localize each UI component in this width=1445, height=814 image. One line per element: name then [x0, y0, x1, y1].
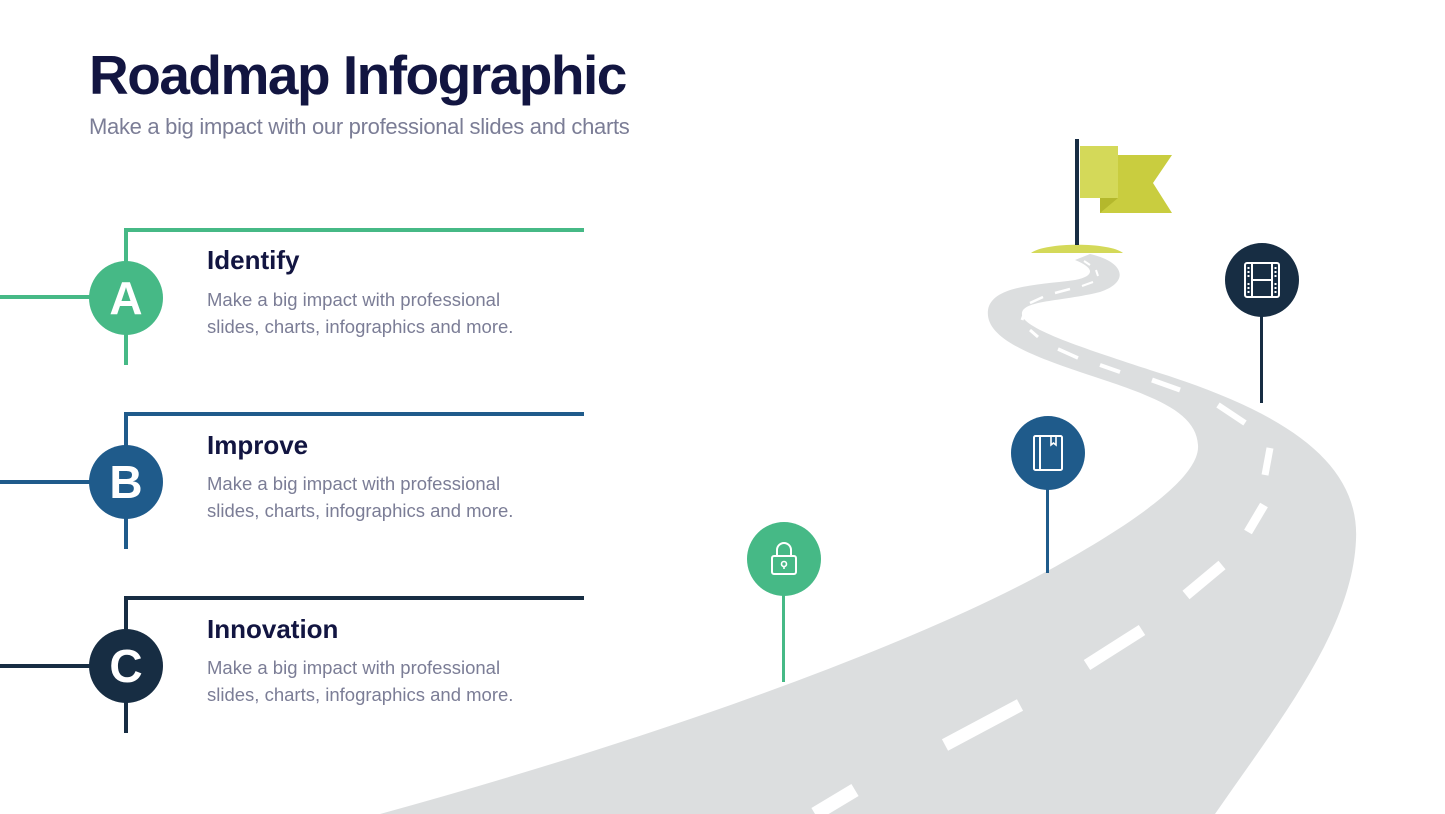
- step-c-description: Make a big impact with professional slid…: [207, 654, 567, 708]
- step-b-line2: slides, charts, infographics and more.: [207, 500, 514, 521]
- flag-pole: [1075, 139, 1079, 245]
- milestone-film[interactable]: [1225, 243, 1299, 317]
- pin-stem-book: [1046, 488, 1049, 573]
- step-b-description: Make a big impact with professional slid…: [207, 470, 567, 524]
- pin-stem-film: [1260, 315, 1263, 403]
- page-title: Roadmap Infographic: [89, 44, 627, 106]
- step-c-left-line: [0, 664, 110, 668]
- step-c-line1: Make a big impact with professional: [207, 657, 501, 678]
- step-a-line1: Make a big impact with professional: [207, 289, 501, 310]
- milestone-book[interactable]: [1011, 416, 1085, 490]
- pin-stem-lock: [782, 594, 785, 682]
- flag-mound: [1031, 244, 1123, 253]
- lock-icon: [771, 542, 797, 575]
- step-a-title: Identify: [207, 245, 300, 275]
- step-improve: B Improve Make a big impact with profess…: [0, 412, 600, 552]
- step-a-badge: A: [89, 261, 163, 335]
- step-b-title: Improve: [207, 430, 309, 460]
- step-b-badge: B: [89, 445, 163, 519]
- page-subtitle: Make a big impact with our professional …: [89, 114, 630, 139]
- book-icon: [1033, 435, 1063, 471]
- step-c-badge: C: [89, 629, 163, 703]
- step-b-top-line: [124, 412, 584, 416]
- step-c-line2: slides, charts, infographics and more.: [207, 684, 514, 705]
- step-a-left-line: [0, 295, 110, 299]
- road: [380, 254, 1357, 814]
- step-a-line2: slides, charts, infographics and more.: [207, 316, 514, 337]
- step-identify: A Identify Make a big impact with profes…: [0, 228, 600, 368]
- step-a-description: Make a big impact with professional slid…: [207, 286, 567, 340]
- flag-front: [1080, 146, 1118, 198]
- step-b-line1: Make a big impact with professional: [207, 473, 501, 494]
- flag-fold: [1100, 198, 1118, 213]
- step-c-top-line: [124, 596, 584, 600]
- film-icon: [1244, 262, 1280, 298]
- step-b-left-line: [0, 480, 110, 484]
- road-center-dashes: [811, 260, 1274, 814]
- milestone-lock[interactable]: [747, 522, 821, 596]
- step-c-title: Innovation: [207, 614, 339, 644]
- step-innovation: C Innovation Make a big impact with prof…: [0, 596, 600, 736]
- step-a-top-line: [124, 228, 584, 232]
